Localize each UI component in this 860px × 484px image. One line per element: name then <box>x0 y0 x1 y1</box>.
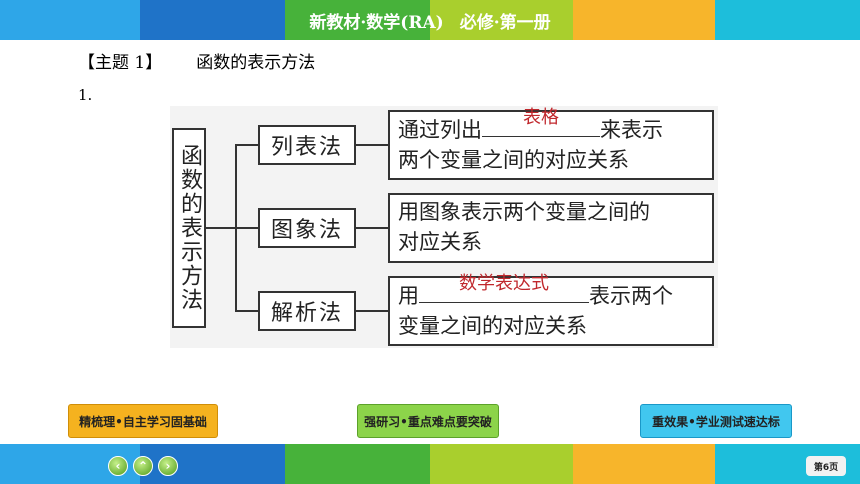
banner-segment <box>285 444 430 484</box>
connector-line <box>235 310 258 312</box>
topic-label: 【主题 1】 <box>78 53 163 73</box>
nav-label: 强研习•重点难点要突破 <box>364 414 492 429</box>
home-glyph: ⌃ <box>137 459 149 473</box>
banner-title: 新教材·数学(RA) 必修·第一册 <box>0 0 860 40</box>
method-description: 用图象表示两个变量之间的 对应关系 <box>388 193 714 263</box>
connector-line <box>356 227 388 229</box>
section-heading: 【主题 1】 函数的表示方法 <box>78 48 315 73</box>
fill-blank: 数学表达式 <box>419 273 589 303</box>
connector-line <box>235 144 258 146</box>
description-text: 表示两个 <box>589 284 673 308</box>
method-label: 图象法 <box>270 218 343 243</box>
method-description: 用 数学表达式表示两个 变量之间的对应关系 <box>388 273 714 346</box>
connector-line <box>206 227 236 229</box>
description-text: 通过列出 <box>398 118 482 142</box>
item-number: 1. <box>78 86 93 104</box>
description-line: 对应关系 <box>398 230 482 254</box>
home-icon[interactable]: ⌃ <box>133 456 153 476</box>
method-description: 通过列出 表格来表示 两个变量之间的对应关系 <box>388 107 714 180</box>
root-box: 函数的表示方法 <box>172 128 206 328</box>
description-line: 用 数学表达式表示两个 <box>398 273 704 311</box>
description-text: 用 <box>398 284 419 308</box>
banner-segment <box>573 0 715 40</box>
banner-segment <box>573 444 715 484</box>
banner-book: 新教材·数学(RA) <box>309 12 444 33</box>
banner-segment <box>715 0 860 40</box>
nav-label: 重效果•学业测试速达标 <box>652 414 780 429</box>
banner-segment <box>0 0 140 40</box>
page-number: 第6页 <box>806 456 846 476</box>
nav-label: 精梳理•自主学习固基础 <box>79 414 207 429</box>
topic-title: 函数的表示方法 <box>196 53 316 73</box>
description-text: 来表示 <box>600 118 663 142</box>
nav-button-study[interactable]: 强研习•重点难点要突破 <box>357 404 499 438</box>
method-box-table: 列表法 <box>258 125 356 165</box>
next-page-icon[interactable]: › <box>158 456 178 476</box>
prev-glyph: ‹ <box>115 459 121 473</box>
banner-segment <box>140 0 285 40</box>
banner-volume: 必修·第一册 <box>459 12 551 33</box>
methods-diagram: 函数的表示方法 列表法 通过列出 表格来表示 两个变量之间的对应关系 图象法 用图… <box>170 106 718 348</box>
connector-line <box>235 227 258 229</box>
banner-segment <box>430 444 573 484</box>
method-box-graph: 图象法 <box>258 208 356 248</box>
next-glyph: › <box>165 459 171 473</box>
method-label: 列表法 <box>270 135 343 160</box>
method-box-formula: 解析法 <box>258 291 356 331</box>
connector-line <box>356 310 388 312</box>
connector-line <box>356 144 388 146</box>
top-banner: 新教材·数学(RA) 必修·第一册 <box>0 0 860 40</box>
description-line: 变量之间的对应关系 <box>398 314 587 338</box>
method-label: 解析法 <box>270 301 343 326</box>
description-line: 用图象表示两个变量之间的 <box>398 200 650 224</box>
bottom-banner <box>0 444 860 484</box>
nav-button-review[interactable]: 精梳理•自主学习固基础 <box>68 404 218 438</box>
blank-answer: 数学表达式 <box>459 273 549 294</box>
description-line: 通过列出 表格来表示 <box>398 107 704 145</box>
banner-segment <box>285 0 430 40</box>
banner-segment <box>430 0 573 40</box>
nav-button-test[interactable]: 重效果•学业测试速达标 <box>640 404 792 438</box>
fill-blank: 表格 <box>482 107 600 137</box>
description-line: 两个变量之间的对应关系 <box>398 148 629 172</box>
root-label: 函数的表示方法 <box>177 144 202 312</box>
blank-answer: 表格 <box>523 107 559 128</box>
prev-page-icon[interactable]: ‹ <box>108 456 128 476</box>
